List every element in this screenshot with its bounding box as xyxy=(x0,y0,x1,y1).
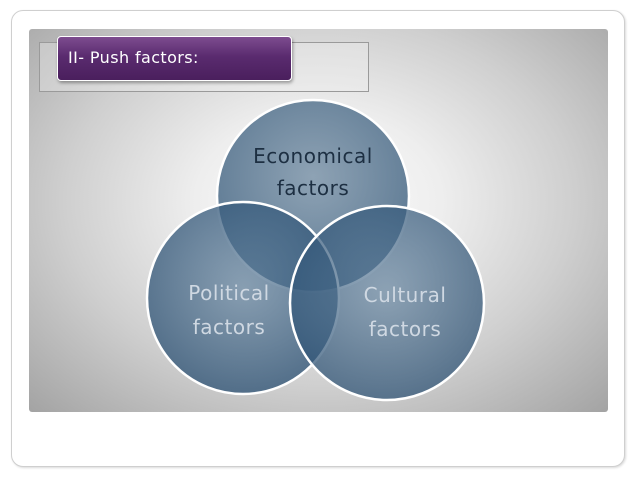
political-label-line1: Political xyxy=(188,281,269,305)
title-banner xyxy=(57,36,292,81)
economical-label-line2: factors xyxy=(277,176,350,200)
cultural-circle xyxy=(288,204,486,402)
cultural-label-line2: factors xyxy=(369,317,442,341)
political-label-line2: factors xyxy=(193,315,266,339)
cultural-label-line1: Cultural xyxy=(364,283,447,307)
economical-label-line1: Economical xyxy=(253,144,373,168)
slide-title: II- Push factors: xyxy=(68,48,199,67)
